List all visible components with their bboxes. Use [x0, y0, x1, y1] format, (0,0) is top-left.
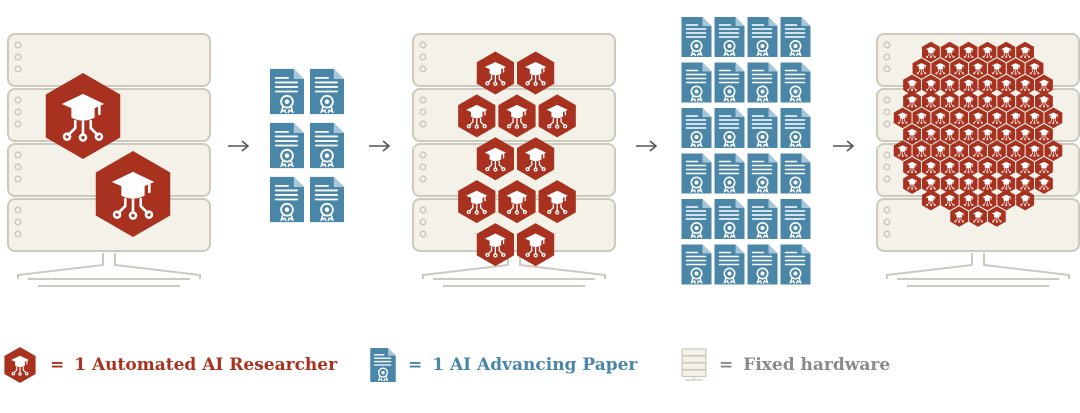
stage-4-paper-icon [680, 16, 713, 58]
stage-4-paper-icon [713, 152, 746, 195]
arrow-right-icon [369, 140, 391, 152]
arrow-right-icon [228, 140, 250, 152]
stage-2-paper-icon [309, 175, 345, 224]
legend-hardware-label: Fixed hardware [743, 355, 891, 375]
legend-equals: = [408, 355, 423, 375]
server-rack-icon [681, 348, 707, 381]
stage-4-paper-icon [713, 61, 746, 104]
legend-hardware: = Fixed hardware [681, 343, 890, 387]
server-1 [7, 33, 211, 287]
stage-4-paper-icon [713, 243, 746, 286]
stage-4-paper-icon [746, 16, 779, 58]
stage-2-paper-icon [309, 67, 345, 116]
legend-equals: = [50, 355, 65, 375]
stage-4-paper-icon [680, 107, 713, 149]
legend-paper: = 1 AI Advancing Paper [370, 343, 637, 387]
stage-4-paper-icon [779, 107, 812, 149]
stage-4-paper-icon [746, 107, 779, 149]
stage-4-paper-icon [713, 16, 746, 58]
stage-4-paper-icon [680, 152, 713, 195]
stage-2-paper-icon [269, 175, 305, 224]
stage-2-paper-icon [269, 67, 305, 116]
stage-4-paper-icon [746, 61, 779, 104]
stage-2-paper-icon [309, 121, 345, 170]
stage-4-paper-icon [746, 198, 779, 240]
legend-researcher-label: 1 Automated AI Researcher [74, 355, 338, 375]
arrow-right-icon [636, 140, 658, 152]
stage-4-paper-icon [779, 198, 812, 240]
stage-2-paper-icon [269, 121, 305, 170]
scaling-diagram [7, 16, 1080, 287]
stage-4-paper-icon [713, 107, 746, 149]
legend-paper-label: 1 AI Advancing Paper [432, 355, 638, 375]
stage-4-paper-icon [779, 16, 812, 58]
stage-4-paper-icon [746, 243, 779, 286]
legend-researcher: = 1 Automated AI Researcher [2, 343, 337, 387]
graduation-cap-circuit-hexagon-icon [3, 346, 37, 384]
stage-4-paper-icon [680, 61, 713, 104]
certificate-document-icon [370, 348, 396, 382]
arrow-right-icon [833, 140, 855, 152]
stage-4-paper-icon [713, 198, 746, 240]
legend-equals: = [719, 355, 734, 375]
stage-4-paper-icon [746, 152, 779, 195]
stage-4-paper-icon [779, 152, 812, 195]
stage-4-paper-icon [680, 243, 713, 286]
stage-4-paper-icon [779, 61, 812, 104]
stage-4-paper-icon [779, 243, 812, 286]
stage-4-paper-icon [680, 198, 713, 240]
